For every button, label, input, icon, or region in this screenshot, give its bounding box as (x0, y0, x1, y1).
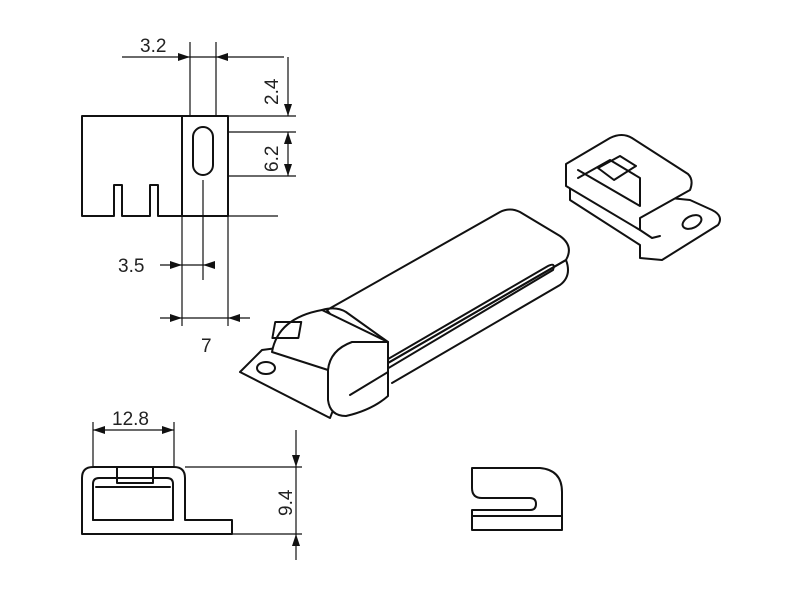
profile-view (471, 467, 563, 531)
front-view-inner (92, 477, 174, 521)
mount-hole (256, 361, 276, 375)
clip-window (271, 321, 303, 339)
side-view-outline (81, 115, 229, 217)
front-view: 12.8 9.4 (81, 409, 302, 560)
side-view: 3.2 2.4 6.2 3.5 7 (81, 36, 296, 357)
dim-width-top: 3.2 (140, 36, 166, 57)
front-view-outline (81, 466, 233, 535)
dim-offset-top: 2.4 (262, 78, 283, 105)
dim-slot-offset: 3.5 (118, 256, 144, 277)
side-view-slot (192, 126, 214, 176)
dim-slot-height: 6.2 (262, 146, 283, 172)
isometric-assembly (239, 208, 570, 419)
clip-isometric (565, 134, 721, 261)
clip-hole (681, 214, 703, 230)
dim-front-height: 9.4 (276, 489, 297, 516)
clip-body (565, 134, 693, 231)
profile-outline (471, 467, 563, 531)
clip-top-window (597, 155, 637, 181)
dim-front-width: 12.8 (112, 409, 149, 430)
front-view-tab (116, 466, 154, 484)
dim-total-width: 7 (201, 336, 212, 357)
